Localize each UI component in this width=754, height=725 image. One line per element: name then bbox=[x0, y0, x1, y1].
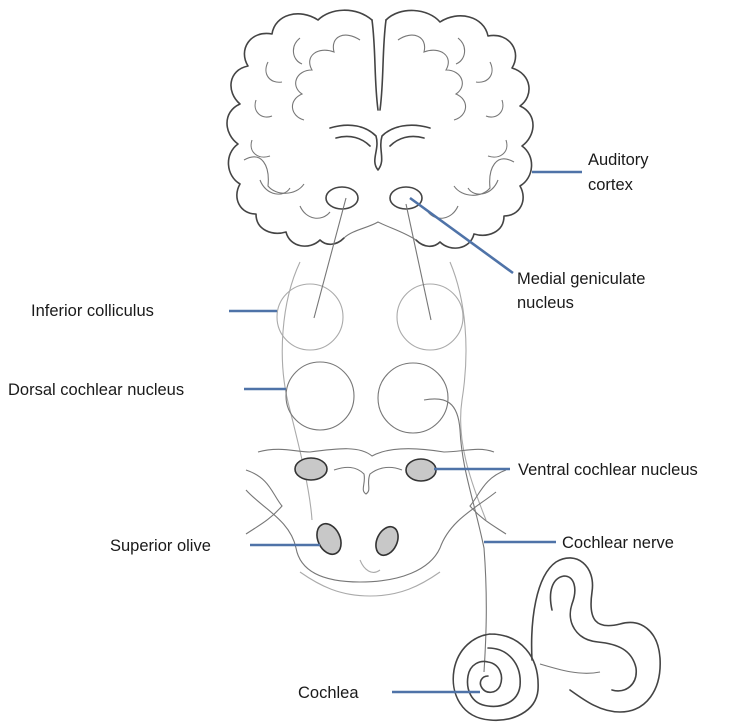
left-medial-geniculate-nucleus bbox=[326, 187, 358, 209]
left-lateral-sulcus bbox=[244, 157, 304, 193]
left-inferior-colliculus bbox=[277, 284, 343, 350]
vestibule bbox=[540, 664, 600, 673]
left-ascending-fiber bbox=[314, 198, 346, 318]
right-ascending-fiber bbox=[406, 204, 431, 320]
brainstem-top bbox=[344, 222, 416, 240]
label-superior-olive: Superior olive bbox=[110, 537, 211, 555]
medulla-lower bbox=[300, 560, 440, 596]
left-gyri bbox=[251, 35, 360, 218]
pathway-fibers bbox=[314, 198, 486, 672]
label-auditory-cortex-line1: Auditory bbox=[588, 151, 649, 169]
right-gyri bbox=[398, 35, 507, 218]
label-medial-geniculate-line2: nucleus bbox=[517, 294, 574, 312]
label-cochlea: Cochlea bbox=[298, 684, 359, 702]
label-medial-geniculate-line1: Medial geniculate bbox=[517, 270, 645, 288]
label-dorsal-cochlear-nucleus: Dorsal cochlear nucleus bbox=[8, 381, 184, 399]
semicircular-canals bbox=[532, 558, 661, 712]
left-superior-olive bbox=[312, 520, 345, 558]
right-dorsal-cochlear-nucleus bbox=[378, 363, 448, 433]
ventricles bbox=[330, 125, 430, 170]
label-cochlear-nerve: Cochlear nerve bbox=[562, 534, 674, 552]
right-ventral-cochlear-nucleus bbox=[406, 459, 436, 481]
label-ventral-cochlear-nucleus: Ventral cochlear nucleus bbox=[518, 461, 698, 479]
leader-medial-geniculate bbox=[410, 198, 513, 273]
right-superior-olive bbox=[372, 523, 403, 559]
left-dorsal-cochlear-nucleus bbox=[286, 362, 354, 430]
label-auditory-cortex-line2: cortex bbox=[588, 176, 634, 194]
label-inferior-colliculus: Inferior colliculus bbox=[31, 302, 154, 320]
right-lateral-sulcus bbox=[454, 159, 514, 195]
brain-coronal-section bbox=[227, 10, 533, 248]
cochlea-outer-spiral bbox=[453, 634, 538, 720]
cochlea-structure bbox=[453, 558, 660, 720]
cochlear-nerve-fiber bbox=[424, 399, 486, 672]
cochlea-inner-spiral bbox=[468, 648, 521, 706]
longitudinal-fissure bbox=[372, 20, 386, 110]
medulla-midline bbox=[334, 467, 402, 494]
brainstem-outline bbox=[282, 262, 486, 520]
left-ventral-cochlear-nucleus bbox=[295, 458, 327, 480]
left-hemisphere-outline bbox=[227, 10, 372, 246]
